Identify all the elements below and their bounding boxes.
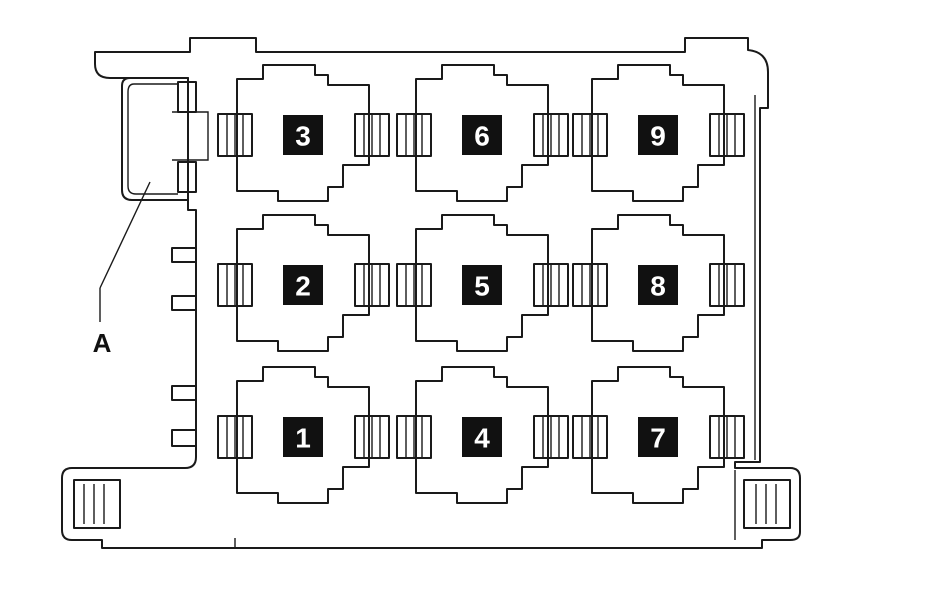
- relay-slot-4: 4: [396, 366, 569, 504]
- relay-slot-8: 8: [572, 214, 745, 352]
- connector-left: [396, 113, 432, 157]
- connector-right: [354, 415, 390, 459]
- connector-right: [709, 263, 745, 307]
- socket-outline: [415, 64, 549, 202]
- connector-left: [396, 263, 432, 307]
- callout-label-a: A: [93, 328, 112, 358]
- socket-outline: [591, 214, 725, 352]
- callout-leader-line: [99, 181, 151, 289]
- connector-left: [572, 113, 608, 157]
- bracket-a-tab: [172, 111, 209, 161]
- slot-number-label: 1: [295, 423, 311, 454]
- relay-slot-2: 2: [217, 214, 390, 352]
- socket-outline: [591, 64, 725, 202]
- slot-number-label: 2: [295, 271, 311, 302]
- housing-bottom-edge: [234, 470, 736, 548]
- socket-outline: [236, 64, 370, 202]
- connector-right: [533, 415, 569, 459]
- relay-slot-7: 7: [572, 366, 745, 504]
- slot-number-label: 9: [650, 121, 666, 152]
- connector-left: [572, 263, 608, 307]
- slot-number-label: 6: [474, 121, 490, 152]
- relay-slot-9: 9: [572, 64, 745, 202]
- relay-slot-5: 5: [396, 214, 569, 352]
- latch-bottom-left-ribs: [83, 484, 105, 524]
- connector-right: [354, 263, 390, 307]
- latch-bottom-right: [743, 479, 791, 529]
- slot-number-label: 8: [650, 271, 666, 302]
- relay-slot-6: 6: [396, 64, 569, 202]
- relay-slot-3: 3: [217, 64, 390, 202]
- slot-number-badge: [462, 115, 502, 155]
- slot-number-badge: [638, 417, 678, 457]
- connector-left: [572, 415, 608, 459]
- connector-right: [709, 113, 745, 157]
- slot-number-badge: [462, 417, 502, 457]
- connector-right: [709, 415, 745, 459]
- socket-outline: [415, 366, 549, 504]
- slot-number-badge: [462, 265, 502, 305]
- latch-bottom-left: [73, 479, 121, 529]
- socket-outline: [236, 366, 370, 504]
- connector-right: [354, 113, 390, 157]
- bracket-a-clip-bottom: [177, 161, 197, 193]
- slot-number-label: 7: [650, 423, 666, 454]
- connector-right: [533, 263, 569, 307]
- connector-right: [533, 113, 569, 157]
- connector-left: [396, 415, 432, 459]
- relay-slot-grid: 3 6 9 2 5 8 1 4 7: [217, 64, 745, 504]
- slot-number-label: 5: [474, 271, 490, 302]
- socket-outline: [236, 214, 370, 352]
- housing-outline: [61, 37, 801, 549]
- slot-number-badge: [283, 417, 323, 457]
- left-tab-row2: [171, 247, 197, 311]
- socket-outline: [591, 366, 725, 504]
- slot-number-label: 3: [295, 121, 311, 152]
- latch-bottom-right-ribs: [755, 484, 777, 524]
- socket-outline: [415, 214, 549, 352]
- left-tab-row3: [171, 385, 197, 447]
- bracket-a-outline: [121, 77, 189, 201]
- bracket-a-inner: [127, 83, 178, 195]
- slot-number-label: 4: [474, 423, 490, 454]
- slot-number-badge: [638, 115, 678, 155]
- slot-number-badge: [638, 265, 678, 305]
- slot-number-badge: [283, 265, 323, 305]
- connector-left: [217, 113, 253, 157]
- slot-number-badge: [283, 115, 323, 155]
- connector-left: [217, 263, 253, 307]
- connector-left: [217, 415, 253, 459]
- relay-slot-1: 1: [217, 366, 390, 504]
